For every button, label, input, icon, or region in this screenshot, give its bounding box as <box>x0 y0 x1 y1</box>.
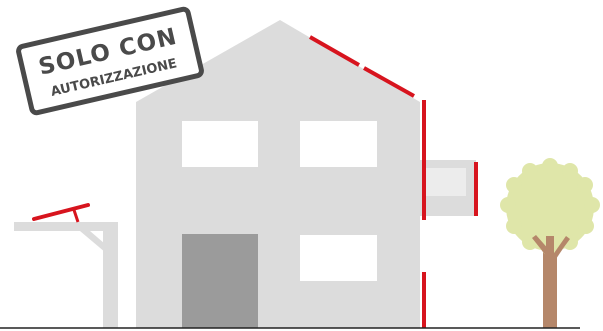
carport-icon <box>14 222 118 328</box>
window-bottom-right <box>300 235 377 281</box>
window-top-left <box>182 121 258 167</box>
tree-icon <box>500 158 600 328</box>
window-top-right <box>300 121 377 167</box>
door <box>182 234 258 328</box>
annex-window <box>426 168 466 196</box>
solar-panel-icon <box>34 205 88 222</box>
